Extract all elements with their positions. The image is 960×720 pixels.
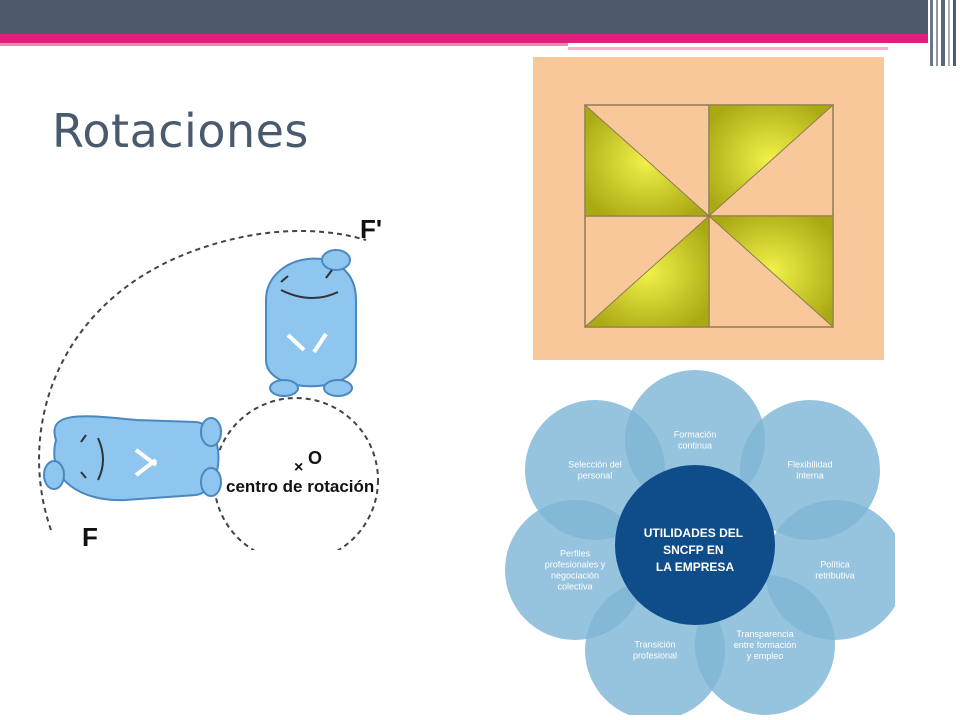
center-point-label: O bbox=[308, 448, 322, 468]
creature-rotated bbox=[265, 249, 357, 397]
label-f-prime: F' bbox=[360, 214, 382, 244]
slide-accent-line bbox=[0, 43, 568, 46]
decorative-stripes bbox=[928, 0, 960, 66]
center-mark: × bbox=[294, 459, 303, 476]
slide-title: Rotaciones bbox=[52, 104, 309, 158]
slide-accent-bar bbox=[0, 34, 960, 43]
pinwheel-illustration bbox=[533, 57, 884, 360]
rotation-illustration: F' F × O centro de rotación bbox=[26, 210, 420, 550]
center-of-rotation-label: centro de rotación bbox=[226, 477, 374, 496]
label-f: F bbox=[82, 522, 98, 550]
flower-center-circle bbox=[615, 465, 775, 625]
slide-header-bar bbox=[0, 0, 960, 34]
creature-original bbox=[43, 415, 222, 502]
slide-accent-line-right bbox=[568, 47, 888, 50]
flower-center-label: UTILIDADES DEL SNCFP EN LA EMPRESA bbox=[644, 526, 746, 574]
